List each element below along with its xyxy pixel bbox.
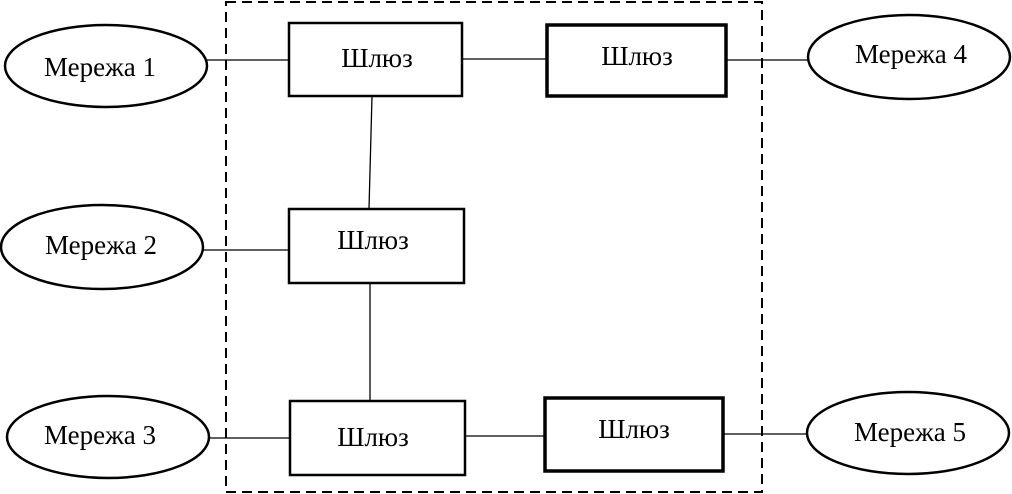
gateway-box [287, 207, 466, 285]
gateway-box [543, 396, 725, 473]
gateway-box [287, 21, 464, 98]
network-ellipse [806, 13, 1012, 101]
network-node-2: Мережа 2 [0, 203, 205, 291]
network-node-1: Мережа 1 [3, 23, 209, 109]
gateway-node-5: Шлюз [543, 396, 725, 473]
network-ellipse [805, 390, 1011, 476]
network-label: Мережа 1 [44, 52, 156, 82]
network-node-5: Мережа 5 [805, 390, 1011, 476]
network-node-4: Мережа 4 [806, 13, 1012, 101]
gateway-box [545, 23, 728, 98]
gateway-node-4: Шлюз [545, 23, 728, 98]
gateway-node-2: Шлюз [287, 207, 466, 285]
gateway-label: Шлюз [598, 414, 670, 444]
gateway-label: Шлюз [337, 422, 409, 452]
network-label: Мережа 2 [45, 230, 157, 260]
gateway-label: Шлюз [337, 225, 409, 255]
gateway-node-1: Шлюз [287, 21, 464, 98]
network-label: Мережа 3 [44, 420, 156, 450]
network-label: Мережа 4 [855, 39, 968, 69]
gateway-label: Шлюз [341, 43, 413, 73]
network-label: Мережа 5 [854, 417, 966, 447]
network-node-3: Мережа 3 [5, 394, 211, 480]
gateway-box [288, 399, 467, 477]
network-ellipse [0, 203, 205, 291]
connections [203, 58, 808, 439]
network-ellipse [5, 394, 211, 480]
network-ellipse [3, 23, 209, 109]
link-gateway1-gateway2 [368, 95, 373, 210]
gateway-label: Шлюз [601, 41, 673, 71]
gateway-node-3: Шлюз [288, 399, 467, 477]
